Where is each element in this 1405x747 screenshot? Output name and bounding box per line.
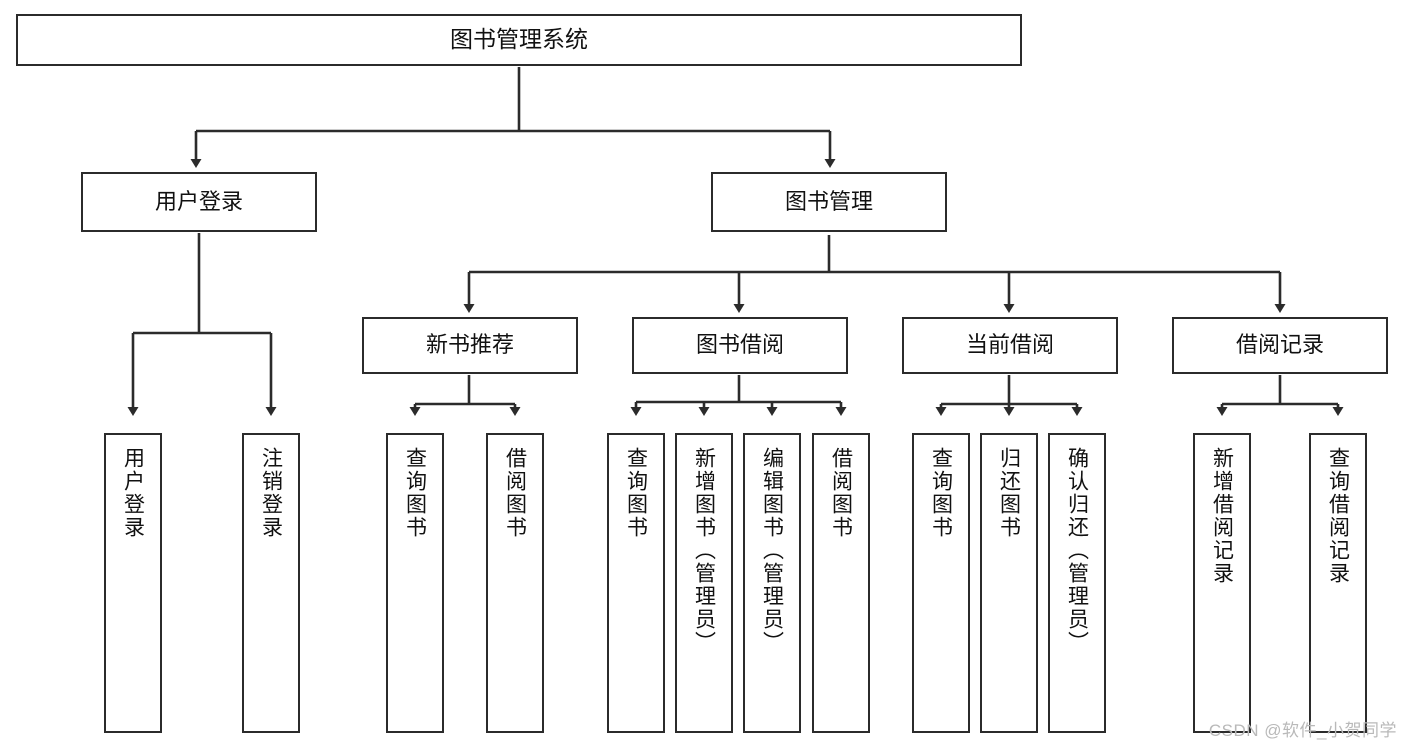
leaf-query-borrow-record-label: 查询借阅记录 [1326, 447, 1350, 585]
leaf-query-books-recommend[interactable]: 查询图书 [386, 433, 444, 733]
leaf-confirm-return-admin-label: 确认归还（管理员） [1065, 447, 1089, 654]
leaf-return-books[interactable]: 归还图书 [980, 433, 1038, 733]
node-user-login[interactable]: 用户登录 [81, 172, 317, 232]
node-book-borrow[interactable]: 图书借阅 [632, 317, 848, 374]
node-current-borrow[interactable]: 当前借阅 [902, 317, 1118, 374]
leaf-query-books-current-label: 查询图书 [929, 447, 953, 539]
leaf-edit-book-admin[interactable]: 编辑图书（管理员） [743, 433, 801, 733]
leaf-return-books-label: 归还图书 [997, 447, 1021, 539]
leaf-query-borrow-record[interactable]: 查询借阅记录 [1309, 433, 1367, 733]
leaf-borrow-books-recommend-label: 借阅图书 [503, 447, 527, 539]
node-user-login-label: 用户登录 [154, 188, 243, 214]
node-borrow-records-label: 借阅记录 [1235, 332, 1324, 358]
leaf-query-books-borrow[interactable]: 查询图书 [607, 433, 665, 733]
node-current-borrow-label: 当前借阅 [965, 332, 1054, 358]
node-book-management-label: 图书管理 [784, 188, 873, 214]
leaf-user-login-label: 用户登录 [121, 447, 145, 539]
node-book-borrow-label: 图书借阅 [695, 332, 784, 358]
leaf-borrow-books-label: 借阅图书 [829, 447, 853, 539]
node-book-management[interactable]: 图书管理 [711, 172, 947, 232]
node-new-book-recommend[interactable]: 新书推荐 [362, 317, 578, 374]
leaf-query-books-borrow-label: 查询图书 [624, 447, 648, 539]
leaf-query-books-recommend-label: 查询图书 [403, 447, 427, 539]
leaf-edit-book-admin-label: 编辑图书（管理员） [760, 447, 784, 654]
leaf-logout[interactable]: 注销登录 [242, 433, 300, 733]
node-borrow-records[interactable]: 借阅记录 [1172, 317, 1388, 374]
leaf-add-borrow-record[interactable]: 新增借阅记录 [1193, 433, 1251, 733]
leaf-add-book-admin[interactable]: 新增图书（管理员） [675, 433, 733, 733]
leaf-add-book-admin-label: 新增图书（管理员） [692, 447, 716, 654]
leaf-confirm-return-admin[interactable]: 确认归还（管理员） [1048, 433, 1106, 733]
leaf-user-login[interactable]: 用户登录 [104, 433, 162, 733]
leaf-add-borrow-record-label: 新增借阅记录 [1210, 447, 1234, 585]
node-new-book-recommend-label: 新书推荐 [425, 332, 514, 358]
leaf-borrow-books-recommend[interactable]: 借阅图书 [486, 433, 544, 733]
leaf-logout-label: 注销登录 [259, 447, 283, 539]
watermark: CSDN @软件_小贺同学 [1208, 721, 1397, 740]
leaf-borrow-books[interactable]: 借阅图书 [812, 433, 870, 733]
leaf-query-books-current[interactable]: 查询图书 [912, 433, 970, 733]
node-root[interactable]: 图书管理系统 [16, 14, 1022, 66]
node-root-label: 图书管理系统 [450, 26, 588, 53]
